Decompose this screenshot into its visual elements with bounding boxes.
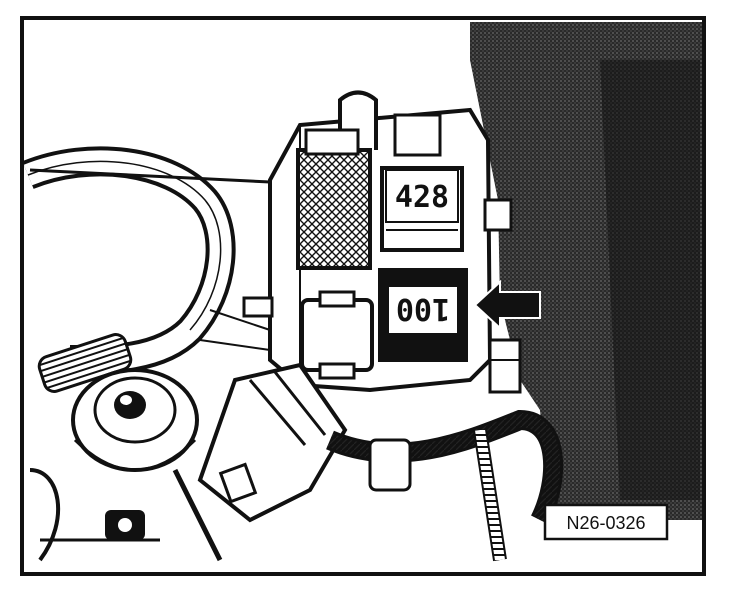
reference-code: N26-0326: [566, 513, 645, 533]
corrugated-hose: [37, 333, 133, 393]
wiring-harness: [326, 409, 564, 562]
relay-lower-label: 100: [396, 291, 450, 326]
mount-tab-right: [483, 198, 513, 232]
relay-upper: 428: [380, 166, 464, 252]
pointer-arrow: [473, 279, 541, 331]
panel-edge: [29, 168, 271, 184]
mount-tab-left: [242, 296, 274, 318]
connector-plug: [172, 362, 348, 562]
relay-upper-label: 428: [395, 180, 449, 215]
empty-relay-socket: [300, 290, 374, 380]
deep-shadow: [600, 60, 700, 500]
hose-centerline: [27, 160, 222, 331]
carrier-handle: [338, 90, 442, 157]
hose-clamp: [40, 510, 160, 542]
screw-post: [488, 338, 522, 394]
relay-lower: 100: [378, 268, 468, 362]
panel-lines: [199, 309, 271, 351]
reservoir-cap: [29, 368, 199, 562]
multipin-connector: [296, 128, 372, 270]
reference-code-box: N26-0326: [543, 503, 669, 541]
